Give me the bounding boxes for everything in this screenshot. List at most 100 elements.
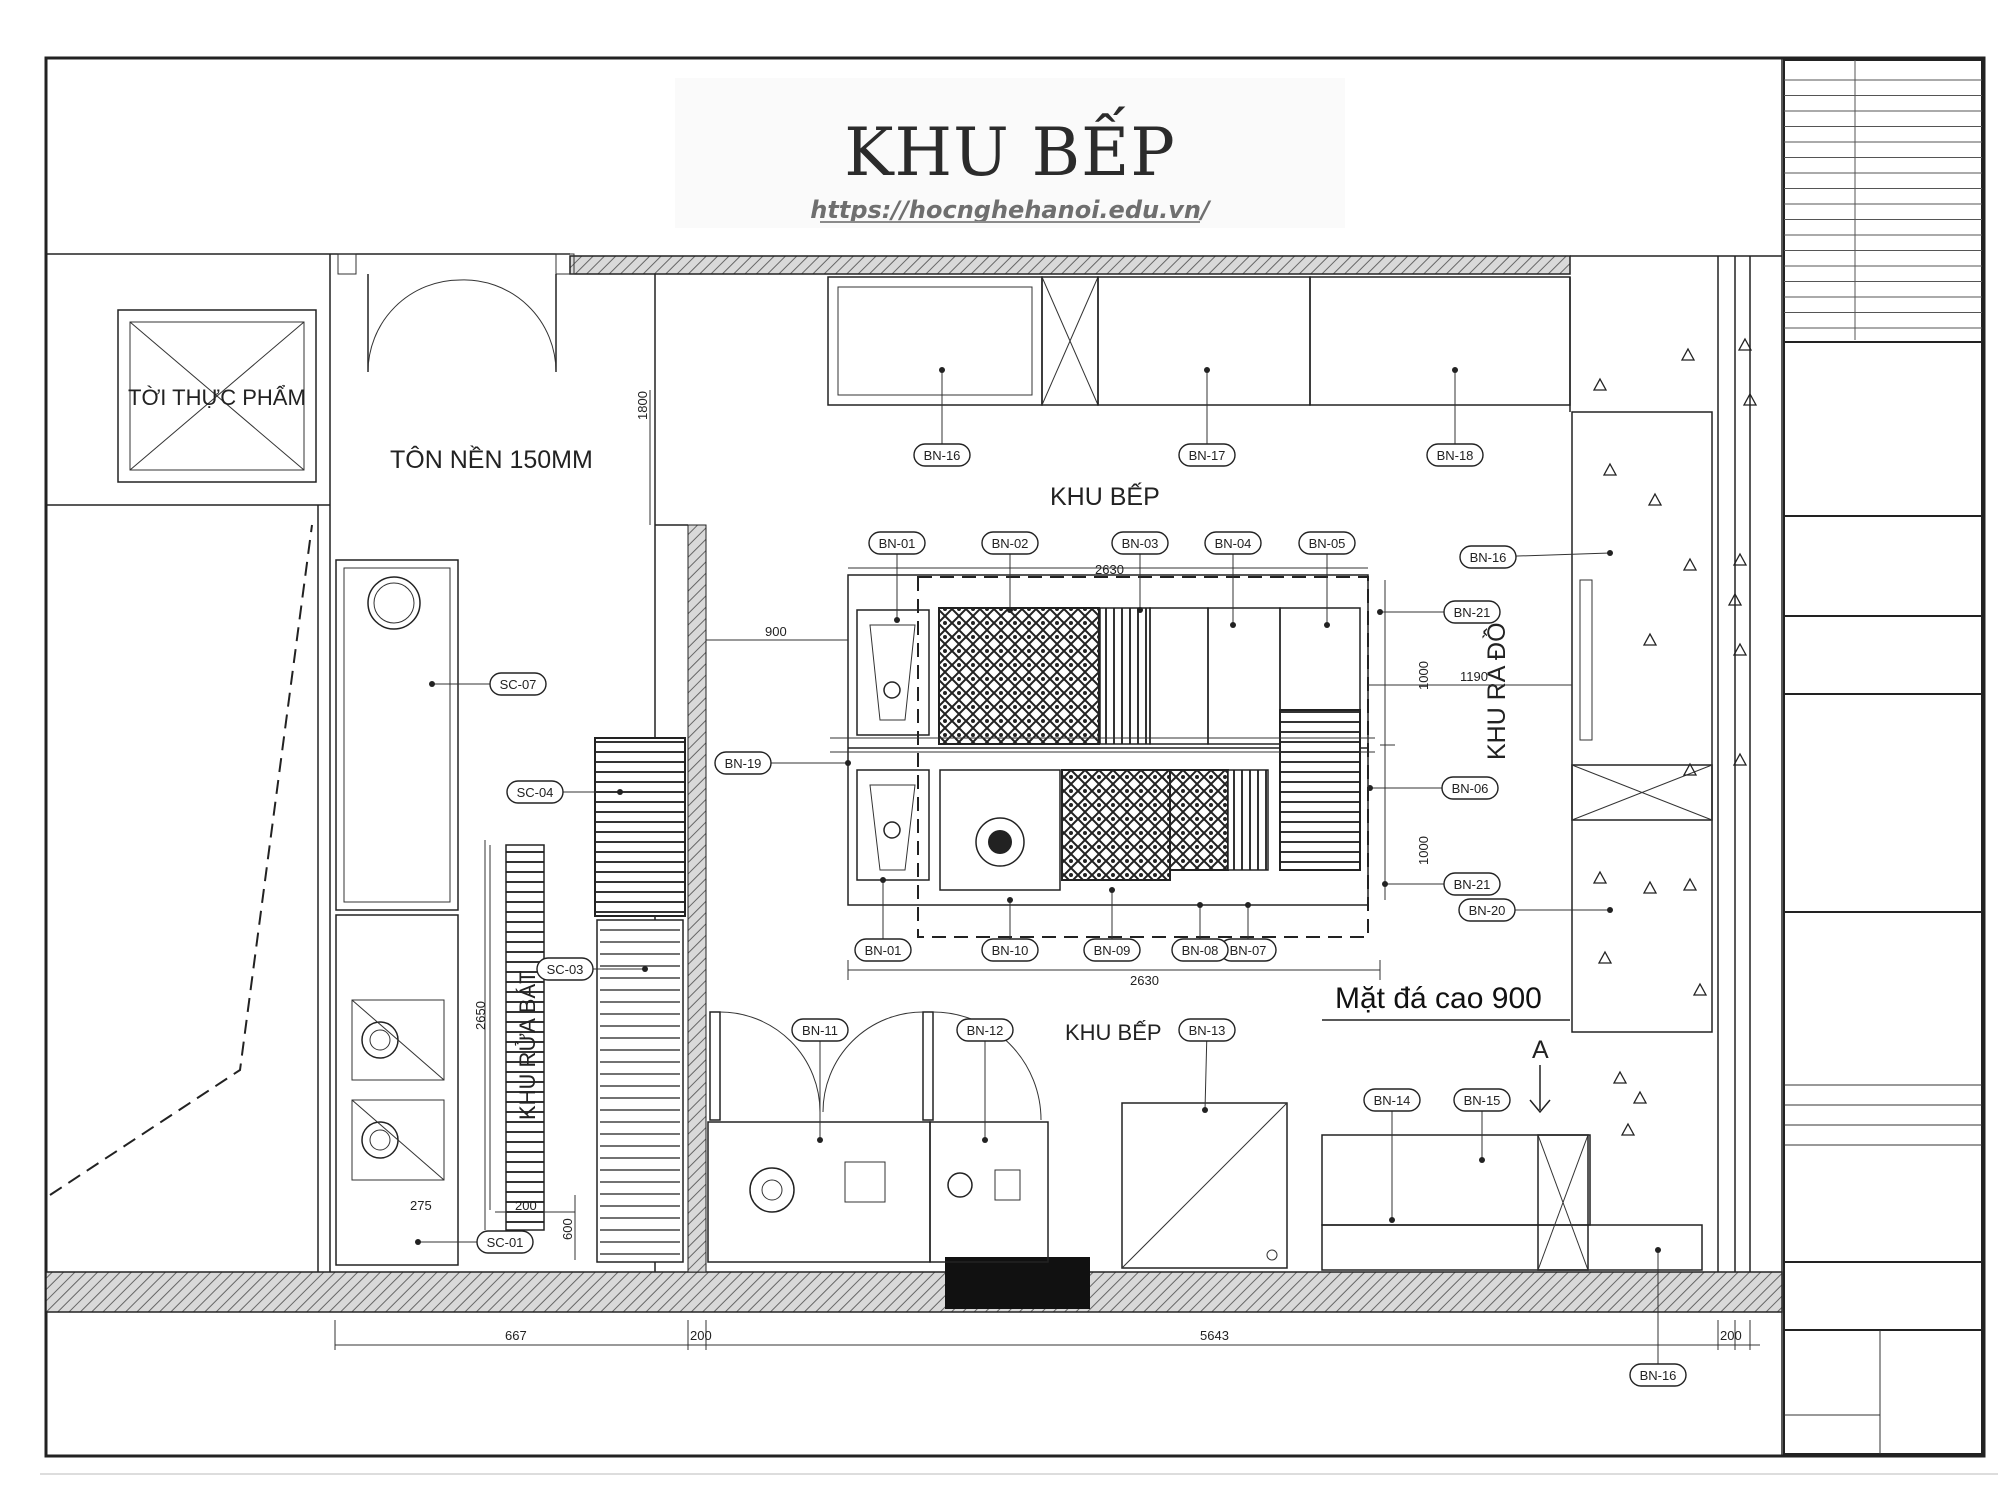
equipment-tag: BN-01 (868, 531, 926, 555)
tag-label: BN-03 (1122, 536, 1159, 551)
dim-island-top: 2630 (1095, 562, 1124, 577)
dim-bottom-right: 200 (1720, 1328, 1742, 1343)
dim-aisle-right: 1190 (1460, 669, 1488, 684)
tag-label: BN-06 (1452, 781, 1489, 796)
section-marker: A (1532, 1036, 1549, 1064)
leader-dot (1389, 1217, 1395, 1223)
triangle-marker (1682, 762, 1698, 776)
tag-label: BN-01 (865, 943, 902, 958)
tag-label: BN-20 (1469, 903, 1506, 918)
leader-dot (1137, 607, 1143, 613)
equipment-tag: BN-12 (956, 1018, 1014, 1042)
triangle-marker (1727, 592, 1743, 606)
tag-bubble (489, 672, 547, 696)
dim-left-vertical: 1800 (635, 391, 650, 420)
equipment-tag: SC-04 (506, 780, 564, 804)
source-url[interactable]: https://hocnghehanoi.edu.vn/ (810, 196, 1212, 224)
food-store-room (46, 253, 331, 506)
leader-dot (1382, 881, 1388, 887)
triangle-marker (1642, 880, 1658, 894)
tag-bubble (868, 531, 926, 555)
equipment-tag: BN-01 (854, 938, 912, 962)
leader-dot (1607, 550, 1613, 556)
right-side-counters (1571, 411, 1713, 1033)
tag-leaders (415, 367, 1661, 1375)
leader-dot (982, 1137, 988, 1143)
equipment-tag: BN-14 (1363, 1088, 1421, 1112)
tag-bubble (981, 938, 1039, 962)
equipment-tag: BN-18 (1426, 443, 1484, 467)
equipment-tag: BN-17 (1178, 443, 1236, 467)
leader-dot (1202, 1107, 1208, 1113)
leader-dot (817, 1137, 823, 1143)
leader-dot (1204, 367, 1210, 373)
tag-label: BN-05 (1309, 536, 1346, 551)
title-backdrop (675, 78, 1345, 228)
leader-dot (429, 681, 435, 687)
page-title: KHU BẾP (844, 107, 1176, 191)
grid-markers (1592, 337, 1758, 1136)
top-wall-counters (827, 276, 1571, 412)
equipment-tag: SC-03 (536, 957, 594, 981)
tag-bubble (1178, 443, 1236, 467)
leader-dot (1479, 1157, 1485, 1163)
tag-bubble (476, 1230, 534, 1254)
tag-bubble (854, 938, 912, 962)
leader-dot (1452, 367, 1458, 373)
leader-dot (1197, 902, 1203, 908)
tag-label: SC-07 (500, 677, 537, 692)
triangle-marker (1682, 557, 1698, 571)
triangle-marker (1592, 377, 1608, 391)
tag-bubble (913, 443, 971, 467)
dim-sink-gap: 200 (515, 1198, 537, 1213)
leader-dot (939, 367, 945, 373)
entry-double-door (337, 253, 575, 373)
serving-area-label: KHU RA ĐỒ (1481, 622, 1511, 760)
dim-sink-run: 2650 (473, 1001, 488, 1030)
tag-bubble (1363, 1088, 1421, 1112)
equipment-tag: BN-16 (913, 443, 971, 467)
tag-label: BN-14 (1374, 1093, 1411, 1108)
triangle-marker (1680, 347, 1696, 361)
triangle-marker (1620, 1122, 1636, 1136)
leader-dot (1377, 609, 1383, 615)
counter-height-note: Mặt đá cao 900 (1335, 982, 1542, 1015)
dim-bottom-main: 5643 (1200, 1328, 1229, 1343)
leader-dot (415, 1239, 421, 1245)
title-block (1781, 58, 1983, 1456)
equipment-tag: BN-03 (1111, 531, 1169, 555)
leader-dot (1324, 622, 1330, 628)
dim-island-length: 2630 (1130, 973, 1159, 988)
equipment-tag: BN-09 (1083, 938, 1141, 962)
tag-bubble (956, 1018, 1014, 1042)
dim-offset-left: 900 (765, 624, 787, 639)
dim-bottom-left: 667 (505, 1328, 527, 1343)
tag-label: BN-16 (1470, 550, 1507, 565)
equipment-tag: BN-07 (1219, 938, 1277, 962)
leader-dot (1245, 902, 1251, 908)
tag-label: BN-19 (725, 756, 762, 771)
triangle-marker (1632, 1090, 1648, 1104)
equipment-tag: BN-04 (1204, 531, 1262, 555)
tag-bubble (1204, 531, 1262, 555)
equipment-tag: SC-07 (489, 672, 547, 696)
kitchen-label-bottom: KHU BẾP (1065, 1020, 1162, 1045)
leader-dot (642, 966, 648, 972)
leader-dot (894, 617, 900, 623)
tag-bubble (1426, 443, 1484, 467)
equipment-tag: BN-10 (981, 938, 1039, 962)
tag-leader (1204, 1029, 1208, 1111)
equipment-tag: BN-21 (1443, 872, 1501, 896)
equipment-tag: BN-11 (791, 1018, 849, 1042)
tag-label: BN-18 (1437, 448, 1474, 463)
equipment-tag: BN-02 (981, 531, 1039, 555)
equipment-tag: BN-13 (1178, 1018, 1236, 1042)
left-counter-run (335, 559, 686, 1266)
tag-bubble (1083, 938, 1141, 962)
tag-bubble (1178, 1018, 1236, 1042)
leader-dot (1607, 907, 1613, 913)
tag-label: SC-01 (487, 1235, 524, 1250)
tag-bubble (536, 957, 594, 981)
